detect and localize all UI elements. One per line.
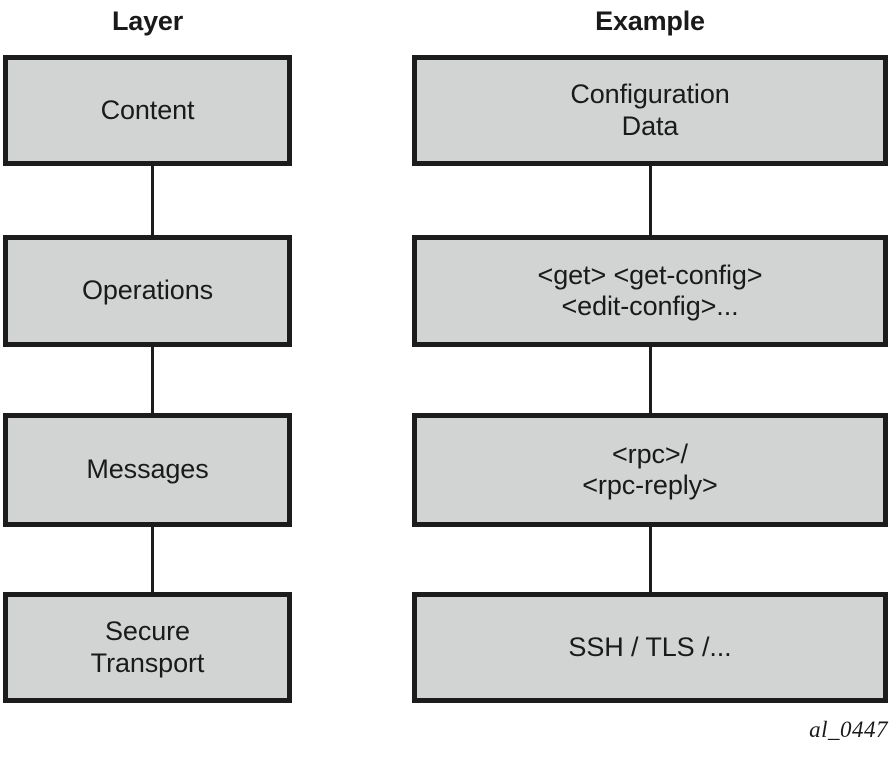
connector-example-operations-to-messages (649, 347, 652, 413)
example-box-secure-transport-label: SSH / TLS /... (568, 631, 732, 662)
figure-caption: al_0447 (809, 717, 888, 742)
layer-box-content-label: Content (100, 94, 195, 125)
example-box-messages-label: <rpc>/ <rpc-reply> (582, 438, 718, 500)
example-box-operations[interactable]: <get> <get-config> <edit-config>... (412, 235, 888, 347)
layer-box-secure-transport-label: Secure Transport (90, 616, 205, 678)
layer-box-secure-transport[interactable]: Secure Transport (3, 592, 292, 703)
example-box-messages[interactable]: <rpc>/ <rpc-reply> (412, 413, 888, 527)
layer-box-messages-label: Messages (86, 454, 209, 485)
connector-layer-content-to-operations (151, 166, 154, 235)
connector-example-messages-to-transport (649, 527, 652, 592)
example-box-configuration-data[interactable]: Configuration Data (412, 55, 888, 166)
connector-layer-messages-to-transport (151, 527, 154, 592)
layer-box-operations-label: Operations (81, 275, 214, 306)
layer-box-content[interactable]: Content (3, 55, 292, 166)
layer-box-messages[interactable]: Messages (3, 413, 292, 527)
column-header-layer: Layer (111, 6, 184, 36)
example-box-operations-label: <get> <get-config> <edit-config>... (537, 259, 763, 321)
example-box-configuration-data-label: Configuration Data (570, 79, 730, 141)
column-header-example: Example (595, 6, 705, 36)
layer-box-operations[interactable]: Operations (3, 235, 292, 347)
connector-example-configuration-to-operations (649, 166, 652, 235)
example-box-secure-transport[interactable]: SSH / TLS /... (412, 592, 888, 703)
connector-layer-operations-to-messages (151, 347, 154, 413)
